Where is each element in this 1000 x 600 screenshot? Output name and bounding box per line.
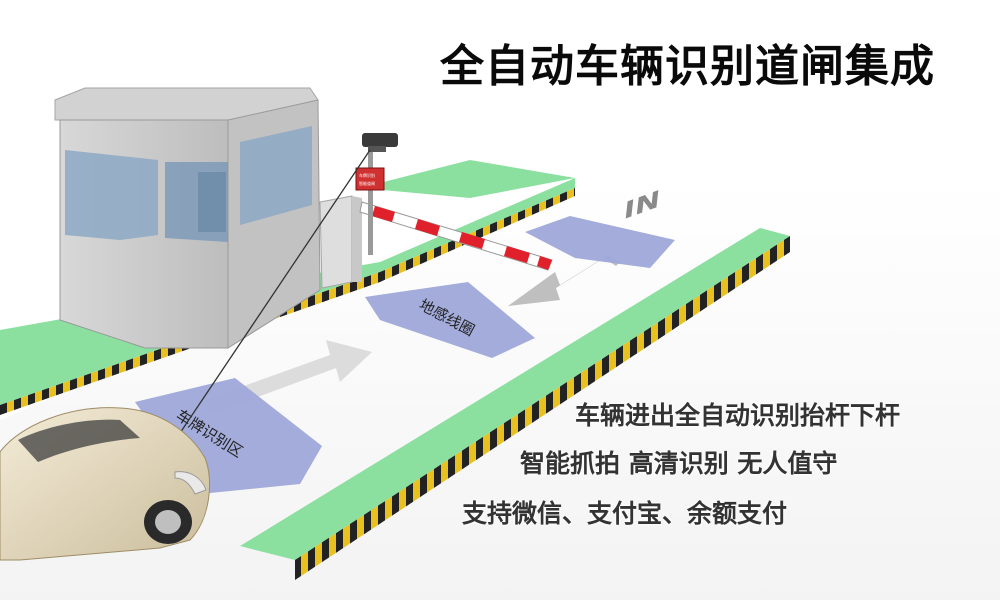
camera-pole: 车牌识别 智能道闸	[355, 133, 398, 255]
feature-line-3: 支持微信、支付宝、余额支付	[462, 499, 788, 528]
camera-display-line1: 车牌识别	[359, 172, 375, 178]
exit-zone	[525, 216, 675, 268]
page-title: 全自动车辆识别道闸集成	[440, 41, 935, 92]
island-back	[360, 160, 575, 198]
guard-booth	[54, 87, 321, 349]
camera-sightline	[177, 149, 371, 437]
car-icon	[0, 407, 211, 561]
camera-display-panel	[355, 167, 385, 191]
exit-arrow	[508, 255, 620, 306]
feature-line-2: 智能抓拍 高清识别 无人值守	[520, 449, 838, 478]
barrier-gate	[319, 195, 553, 289]
camera-icon	[362, 133, 398, 152]
island-right-edge	[295, 236, 790, 580]
island-left-edge	[0, 188, 575, 415]
barrier-arm	[359, 201, 553, 271]
loop-zone	[365, 282, 535, 358]
feature-line-1: 车辆进出全自动识别抬杆下杆	[575, 401, 901, 430]
camera-display-line2: 智能道闸	[359, 180, 375, 186]
island-right	[240, 228, 790, 560]
